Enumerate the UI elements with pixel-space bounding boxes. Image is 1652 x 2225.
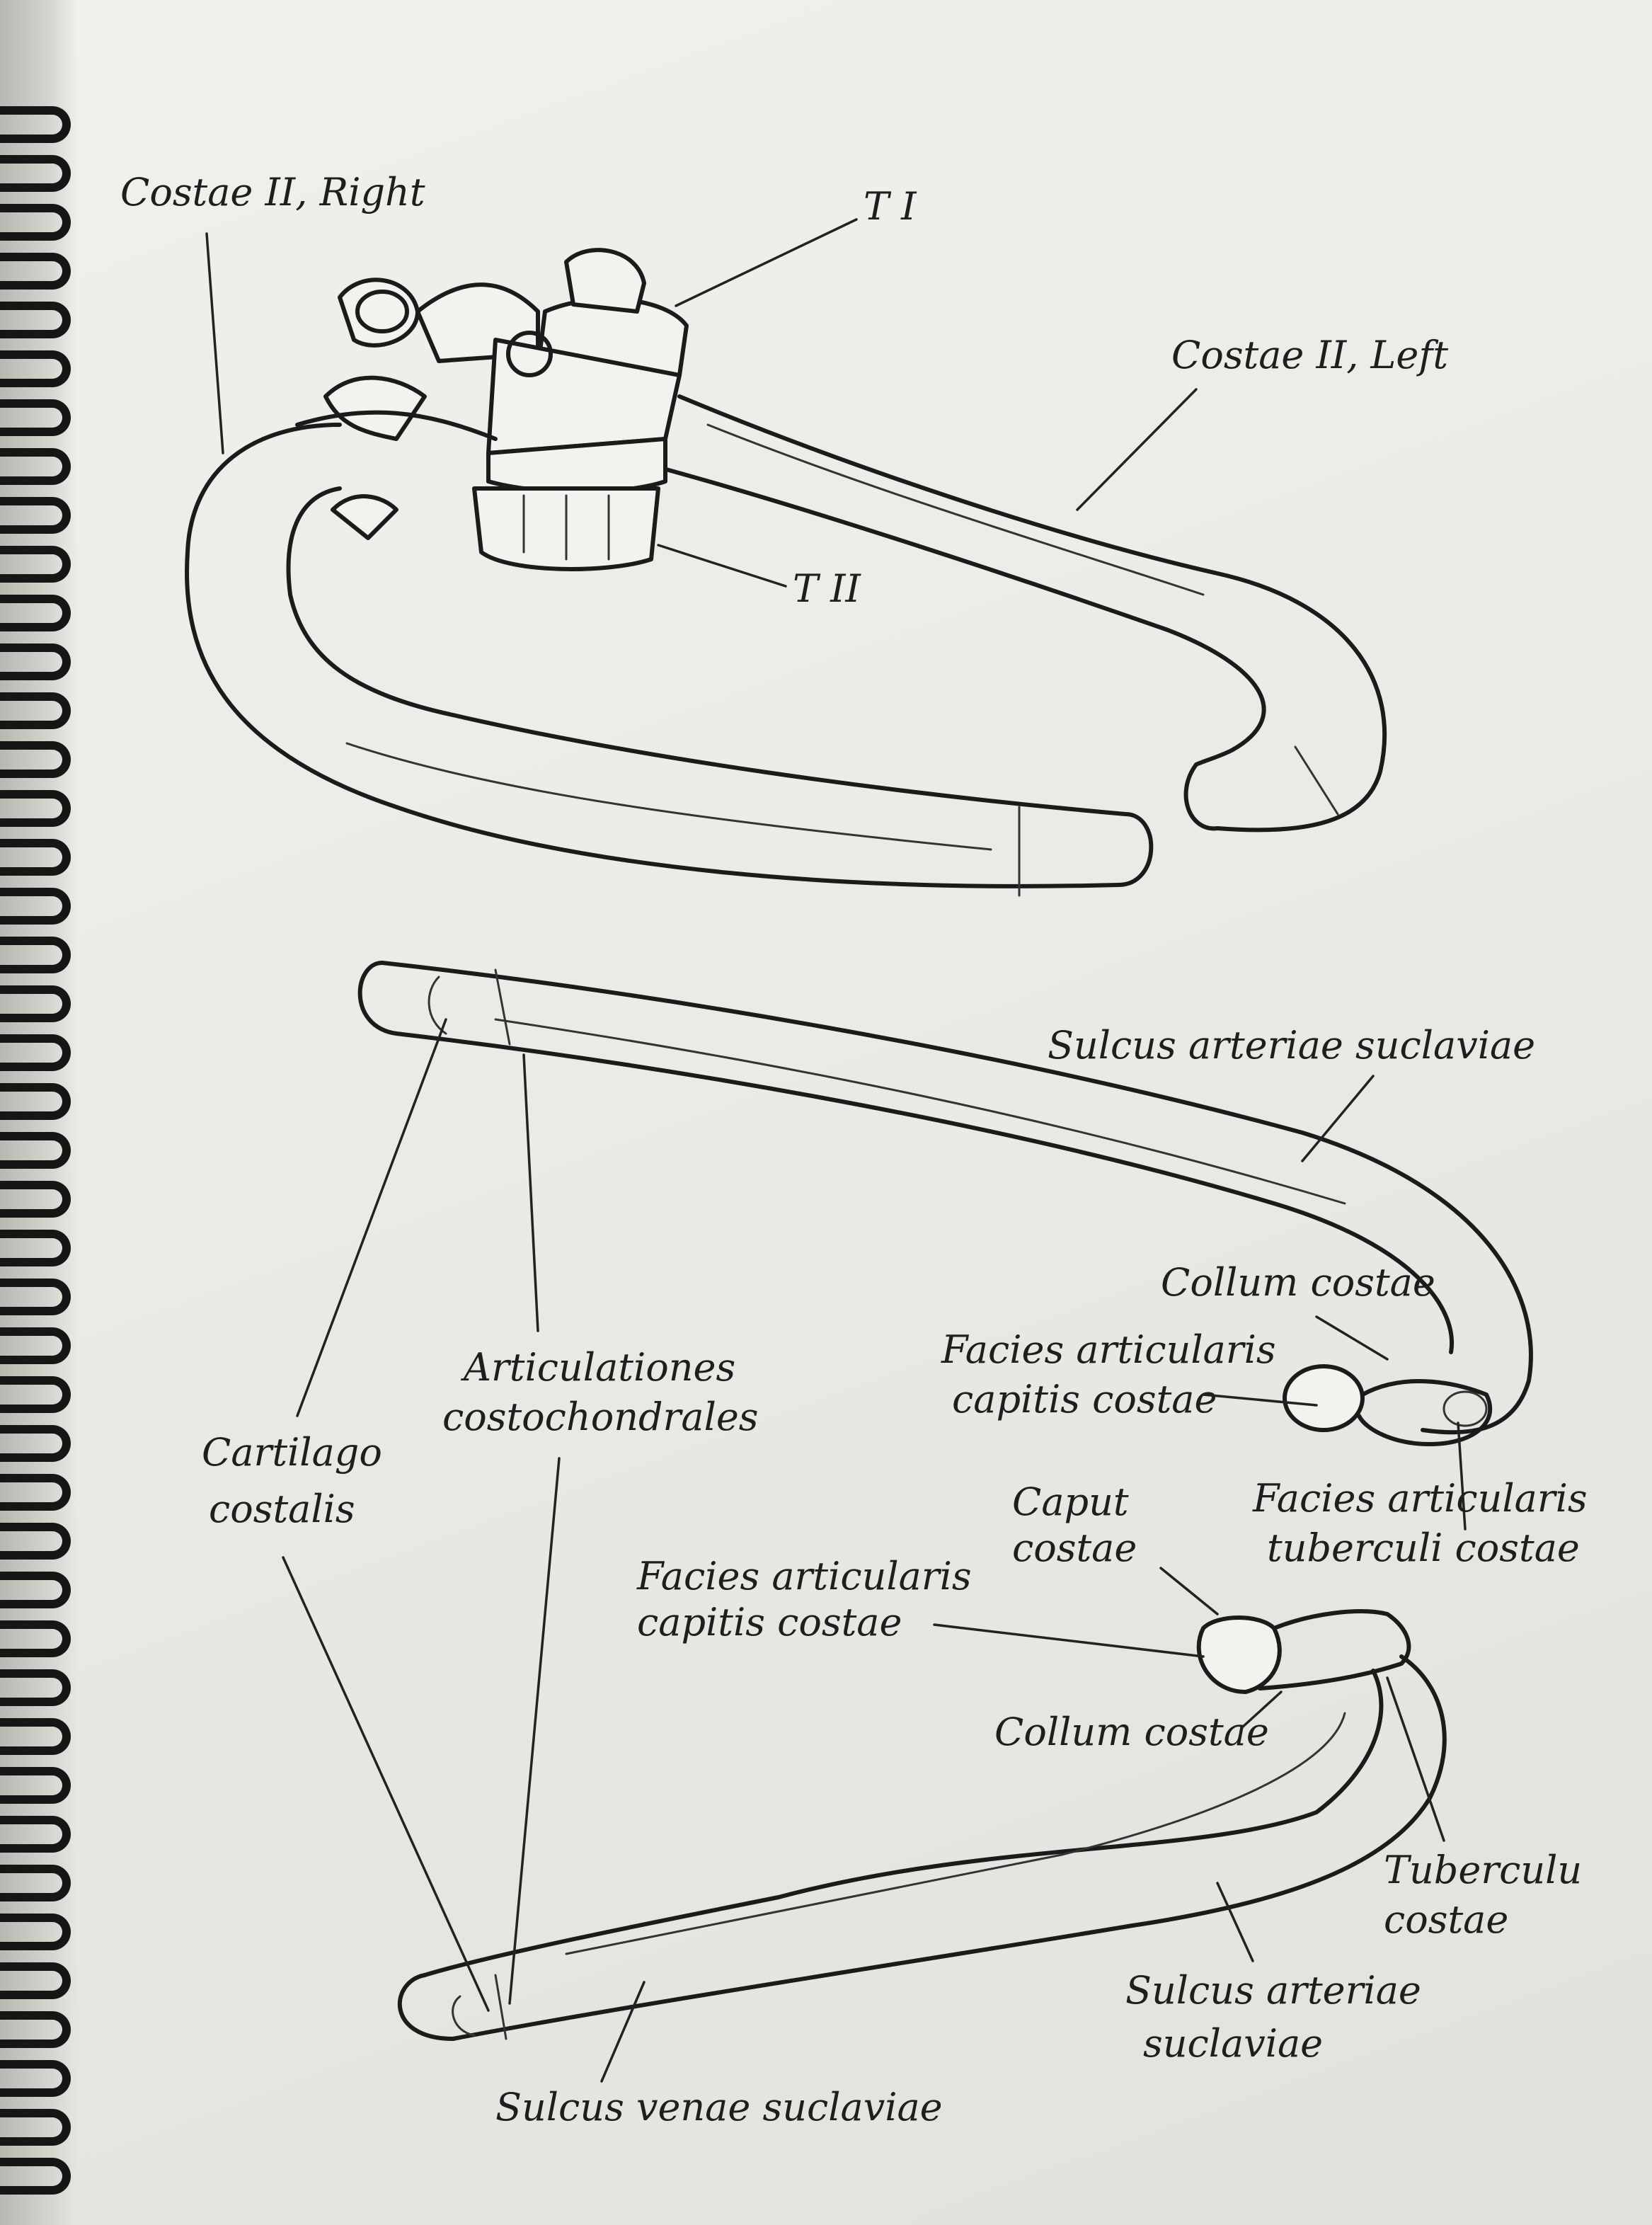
binding-ring bbox=[0, 546, 71, 583]
label-tuberculum-1: Tuberculu bbox=[1384, 1848, 1582, 1892]
label-facies-capitis-top-2: capitis costae bbox=[952, 1377, 1217, 1422]
binding-ring bbox=[0, 1523, 71, 1560]
binding-ring bbox=[0, 155, 71, 192]
label-facies-tuberculi-1: Facies articularis bbox=[1252, 1476, 1588, 1521]
leader-lines bbox=[205, 218, 1467, 2083]
label-tuberculum-2: costae bbox=[1384, 1897, 1508, 1942]
label-costae-ii-left: Costae II, Left bbox=[1171, 333, 1448, 377]
label-articulationes-2: costochondrales bbox=[442, 1395, 759, 1439]
binding-ring bbox=[0, 302, 71, 338]
label-t-i: T I bbox=[864, 184, 917, 229]
binding-ring bbox=[0, 1914, 71, 1950]
label-sulcus-venae: Sulcus venae suclaviae bbox=[495, 2085, 943, 2129]
binding-ring bbox=[0, 1132, 71, 1169]
binding-ring bbox=[0, 1620, 71, 1657]
binding-ring bbox=[0, 741, 71, 778]
binding-ring bbox=[0, 1327, 71, 1364]
binding-ring bbox=[0, 1083, 71, 1120]
binding-ring bbox=[0, 595, 71, 631]
binding-ring bbox=[0, 1767, 71, 1804]
label-collum-costae-top: Collum costae bbox=[1161, 1260, 1435, 1305]
label-costae-ii-right: Costae II, Right bbox=[120, 170, 425, 215]
binding-ring bbox=[0, 1865, 71, 1901]
binding-ring bbox=[0, 350, 71, 387]
label-sulcus-arteriae-bottom-1: Sulcus arteriae bbox=[1125, 1968, 1421, 2013]
binding-ring bbox=[0, 888, 71, 925]
spiral-binding bbox=[0, 0, 78, 2225]
binding-ring bbox=[0, 448, 71, 485]
binding-ring bbox=[0, 1425, 71, 1462]
binding-ring bbox=[0, 692, 71, 729]
binding-ring bbox=[0, 106, 71, 143]
label-cartilago-1: Cartilago bbox=[202, 1430, 382, 1475]
binding-ring bbox=[0, 1474, 71, 1511]
label-sulcus-arteriae-top: Sulcus arteriae suclaviae bbox=[1048, 1023, 1535, 1068]
binding-ring bbox=[0, 204, 71, 241]
label-caput-1: Caput bbox=[1012, 1480, 1129, 1524]
binding-ring bbox=[0, 1230, 71, 1266]
label-caput-2: costae bbox=[1012, 1526, 1137, 1570]
binding-ring bbox=[0, 2011, 71, 2048]
label-facies-capitis-top-1: Facies articularis bbox=[941, 1327, 1276, 1372]
label-collum-costae-bottom: Collum costae bbox=[994, 1710, 1269, 1754]
binding-ring bbox=[0, 937, 71, 973]
label-facies-capitis-bottom-1: Facies articularis bbox=[636, 1554, 972, 1598]
label-facies-tuberculi-2: tuberculi costae bbox=[1267, 1526, 1580, 1570]
costae-ii-pair-drawing bbox=[185, 248, 1387, 897]
binding-ring bbox=[0, 1572, 71, 1608]
label-t-ii: T II bbox=[793, 566, 862, 611]
label-articulationes-1: Articulationes bbox=[460, 1345, 735, 1390]
isolated-rib-lower bbox=[397, 1609, 1447, 2041]
isolated-rib-upper bbox=[357, 961, 1533, 1446]
label-cartilago-2: costalis bbox=[209, 1487, 355, 1531]
label-facies-capitis-bottom-2: capitis costae bbox=[637, 1600, 902, 1645]
label-sulcus-arteriae-bottom-2: suclaviae bbox=[1143, 2021, 1323, 2066]
